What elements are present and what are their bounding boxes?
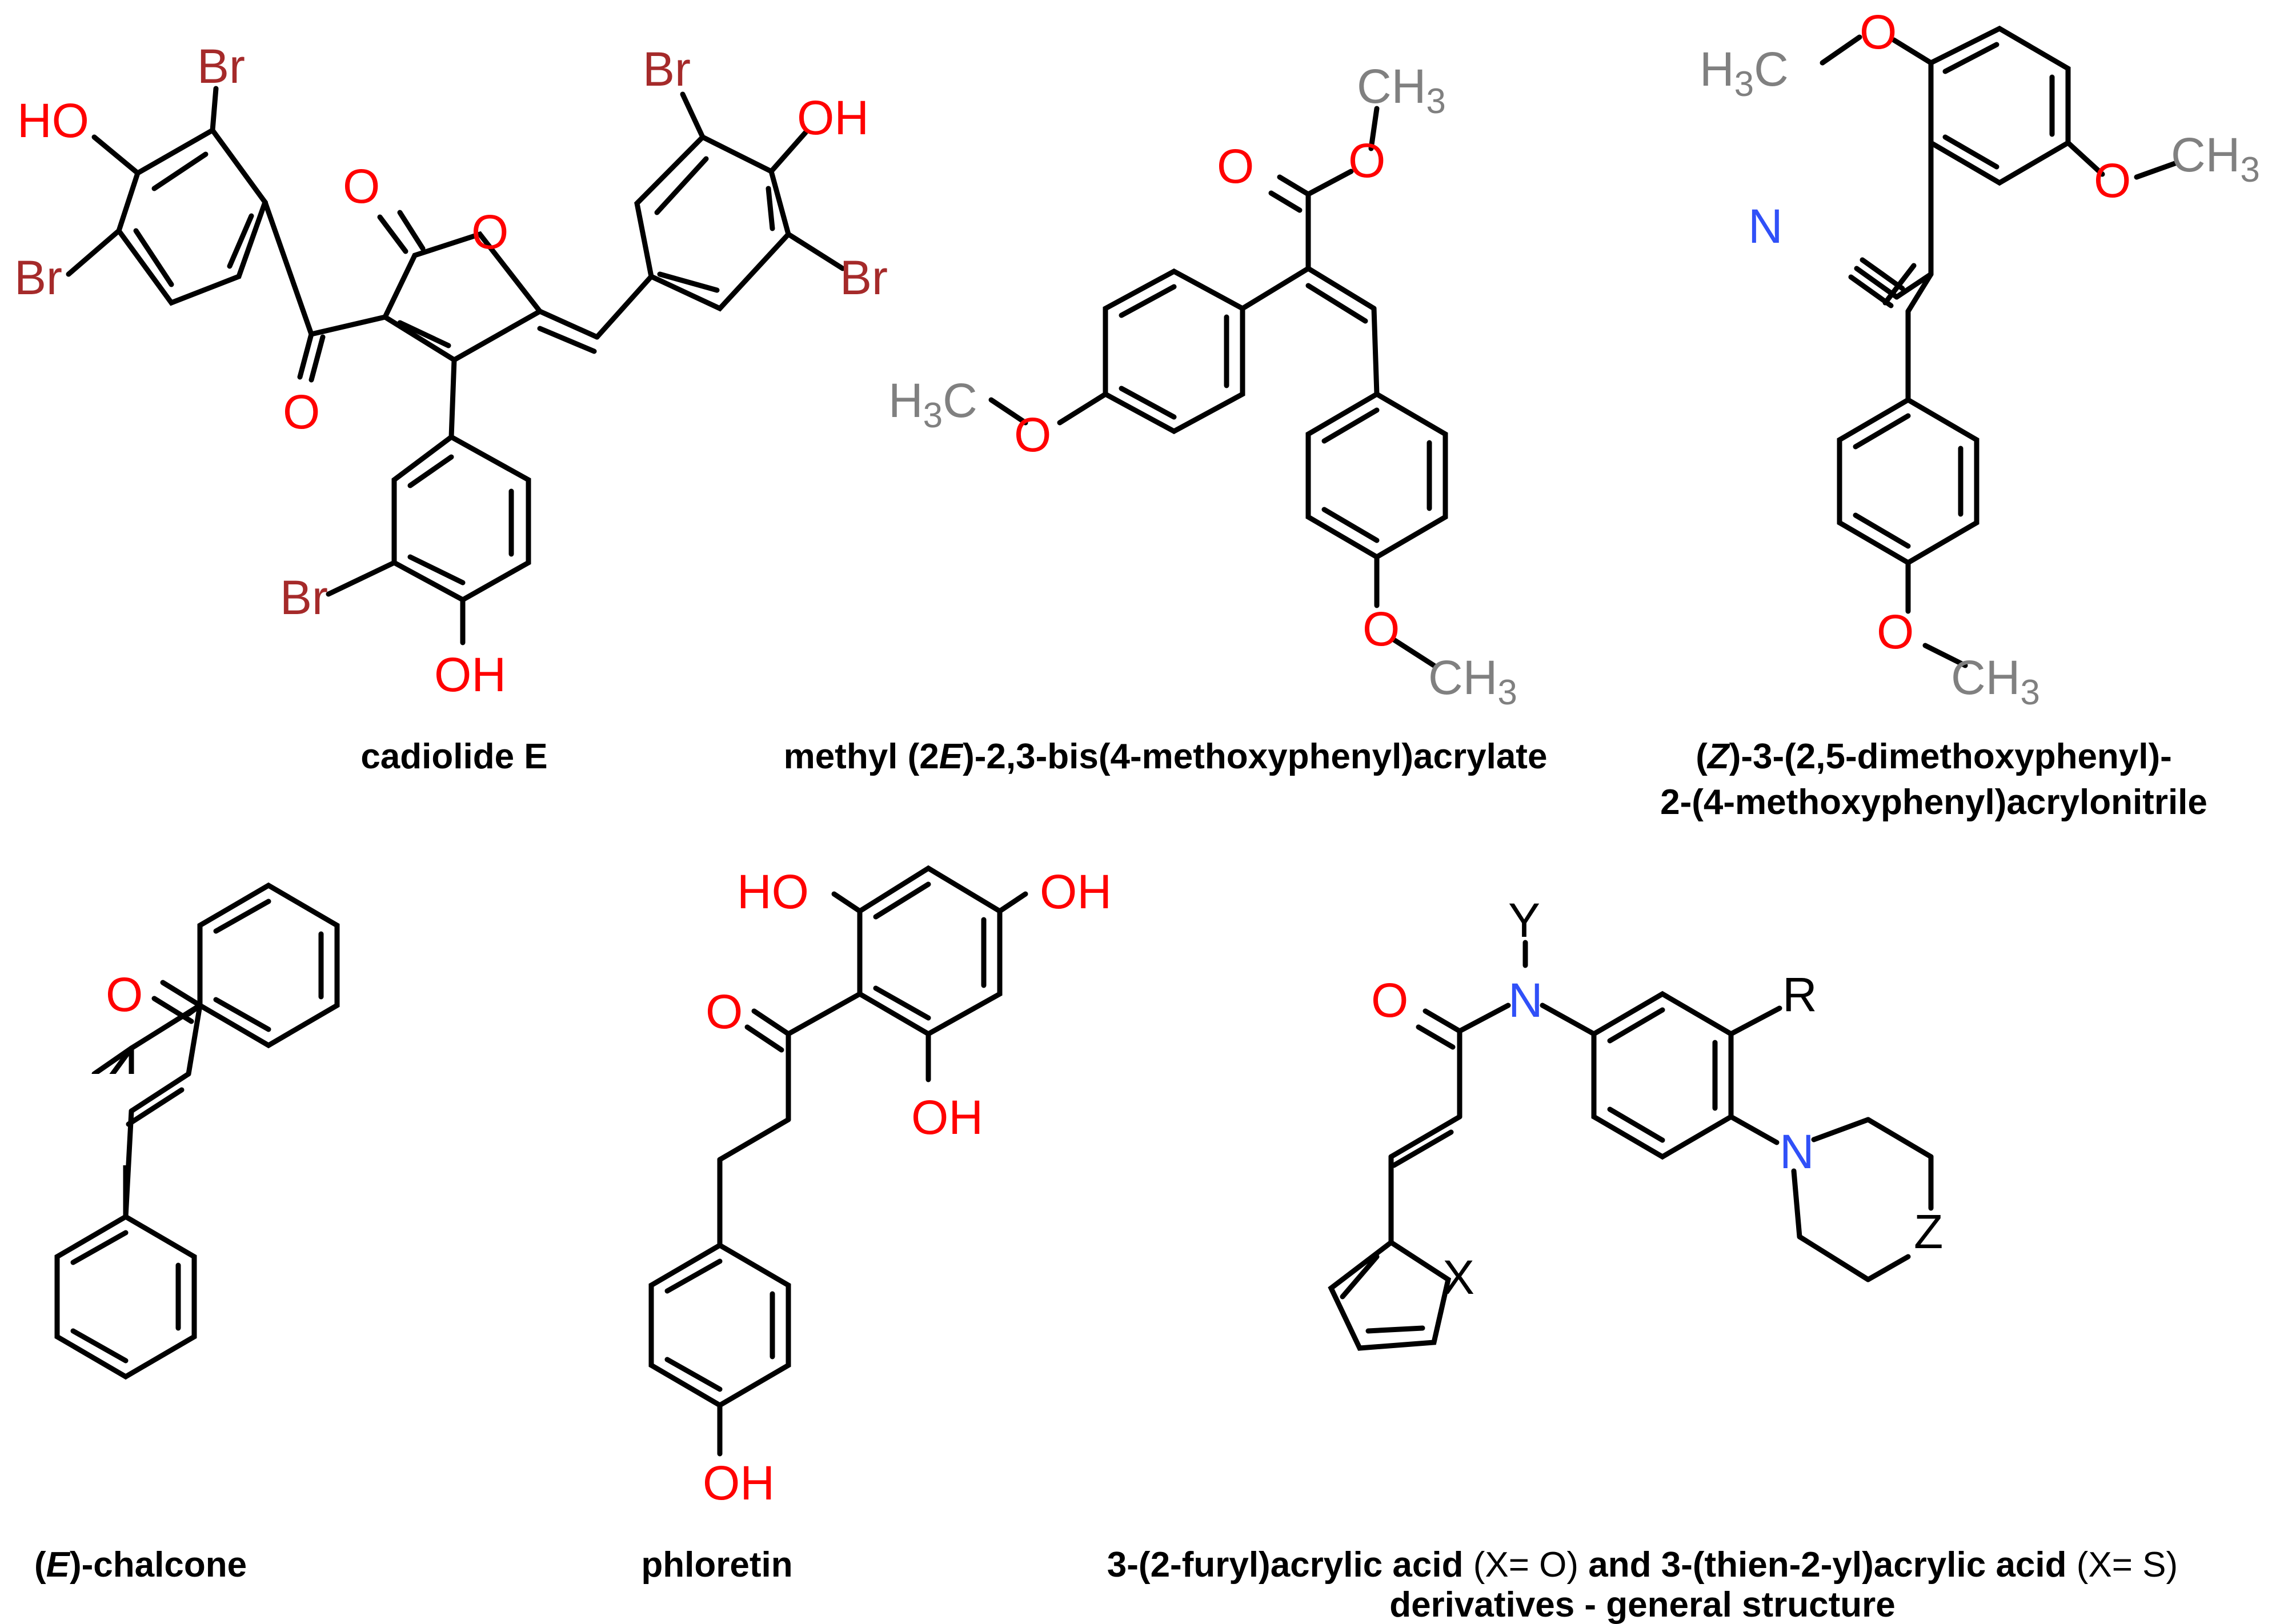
bonds-methyl-acrylate: [988, 106, 1448, 668]
bonds-chalcone-chain: [123, 1003, 203, 1220]
caption-acrylonitrile-line-1: (Z)-3-(2,5-dimethoxyphenyl)-: [1696, 737, 2172, 776]
atom-oh-right: OH: [797, 91, 869, 145]
caption-general-line-1: 3-(2-furyl)acrylic acid (X= O) and 3-(th…: [1107, 1545, 2178, 1585]
atom-o-carbonyl: O: [1217, 139, 1254, 193]
atom-br-top-right: Br: [643, 42, 691, 96]
atom-oh-bottom: OH: [434, 648, 506, 701]
atom-n-ring: N: [1780, 1125, 1814, 1178]
atom-o-top: O: [1860, 5, 1897, 59]
atom-br-bottom: Br: [280, 571, 328, 624]
atom-oh-bottom: OH: [703, 1456, 775, 1510]
structure-general-acrylamide: Y O N R N Z X 3-(2-furyl)acrylic acid (X…: [1107, 893, 2178, 1624]
atom-x: X: [1442, 1250, 1474, 1304]
atom-o-bottom: O: [1877, 605, 1914, 659]
structure-phloretin: HO OH O OH OH phloretin: [641, 865, 1112, 1585]
atom-o-ketone: O: [706, 985, 743, 1038]
atom-br-left: Br: [14, 251, 62, 304]
atom-ch3-right: CH3: [2171, 128, 2260, 190]
atom-h3c-left: H3C: [888, 374, 977, 435]
caption-methyl-acrylate: methyl (2E)-2,3-bis(4-methoxyphenyl)acry…: [784, 737, 1548, 776]
atom-n-amide: N: [1508, 973, 1543, 1027]
atom-ho-left: HO: [17, 94, 89, 147]
caption-general-line-2: derivatives - general structure: [1389, 1585, 1896, 1624]
atom-oh-top: OH: [1040, 865, 1112, 919]
atom-br-top-left: Br: [197, 39, 245, 93]
atom-ho-top: HO: [737, 865, 809, 919]
caption-chalcone: (E)-chalcone: [34, 1545, 247, 1585]
atom-o-right: O: [2094, 154, 2131, 207]
atom-br-right: Br: [840, 251, 888, 304]
atom-z: Z: [1914, 1205, 1943, 1258]
bonds-cadiolide-e: [66, 86, 846, 645]
atom-h3c-top: H3C: [1700, 42, 1789, 104]
atom-ch3-bottom: CH3: [1951, 651, 2040, 712]
caption-cadiolide-e: cadiolide E: [360, 737, 547, 776]
atom-n-nitrile: N: [1748, 199, 1783, 253]
atom-ch3-bottom: CH3: [1428, 651, 1517, 712]
bonds-general: [1328, 940, 1934, 1351]
atom-o-ketone: O: [283, 385, 320, 439]
atom-r: R: [1782, 968, 1817, 1021]
atom-o-bottom: O: [1363, 602, 1400, 656]
caption-phloretin: phloretin: [641, 1545, 792, 1585]
bonds-phloretin: [648, 865, 1028, 1457]
structure-chalcone: O (E)-chalcone: [34, 882, 340, 1585]
caption-acrylonitrile-line-2: 2-(4-methoxyphenyl)acrylonitrile: [1660, 783, 2207, 822]
atom-o-lactone-carbonyl: O: [343, 159, 380, 213]
atom-oh-mid: OH: [911, 1090, 983, 1144]
atom-o-ring: O: [471, 205, 508, 259]
atom-y: Y: [1508, 893, 1540, 947]
bonds-acrylonitrile: [1820, 25, 2179, 668]
structure-methyl-acrylate: CH3 O O H3C O O CH3 methyl (2E)-2,3-bis(…: [784, 59, 1548, 776]
atom-ch3-top: CH3: [1357, 59, 1446, 121]
structure-acrylonitrile: H3C O O CH3 N O CH3 (Z)-3-(2,5-dimethoxy…: [1660, 5, 2260, 822]
atom-o-ketone: O: [106, 968, 143, 1021]
chalcone-chain-mask: [91, 1074, 160, 1165]
atom-o-ester: O: [1348, 134, 1385, 187]
atom-o-amide: O: [1371, 973, 1408, 1027]
atom-o-left: O: [1014, 408, 1051, 462]
structure-cadiolide-e: HO Br Br O O O Br OH Br Br OH cadiolide …: [14, 39, 888, 776]
